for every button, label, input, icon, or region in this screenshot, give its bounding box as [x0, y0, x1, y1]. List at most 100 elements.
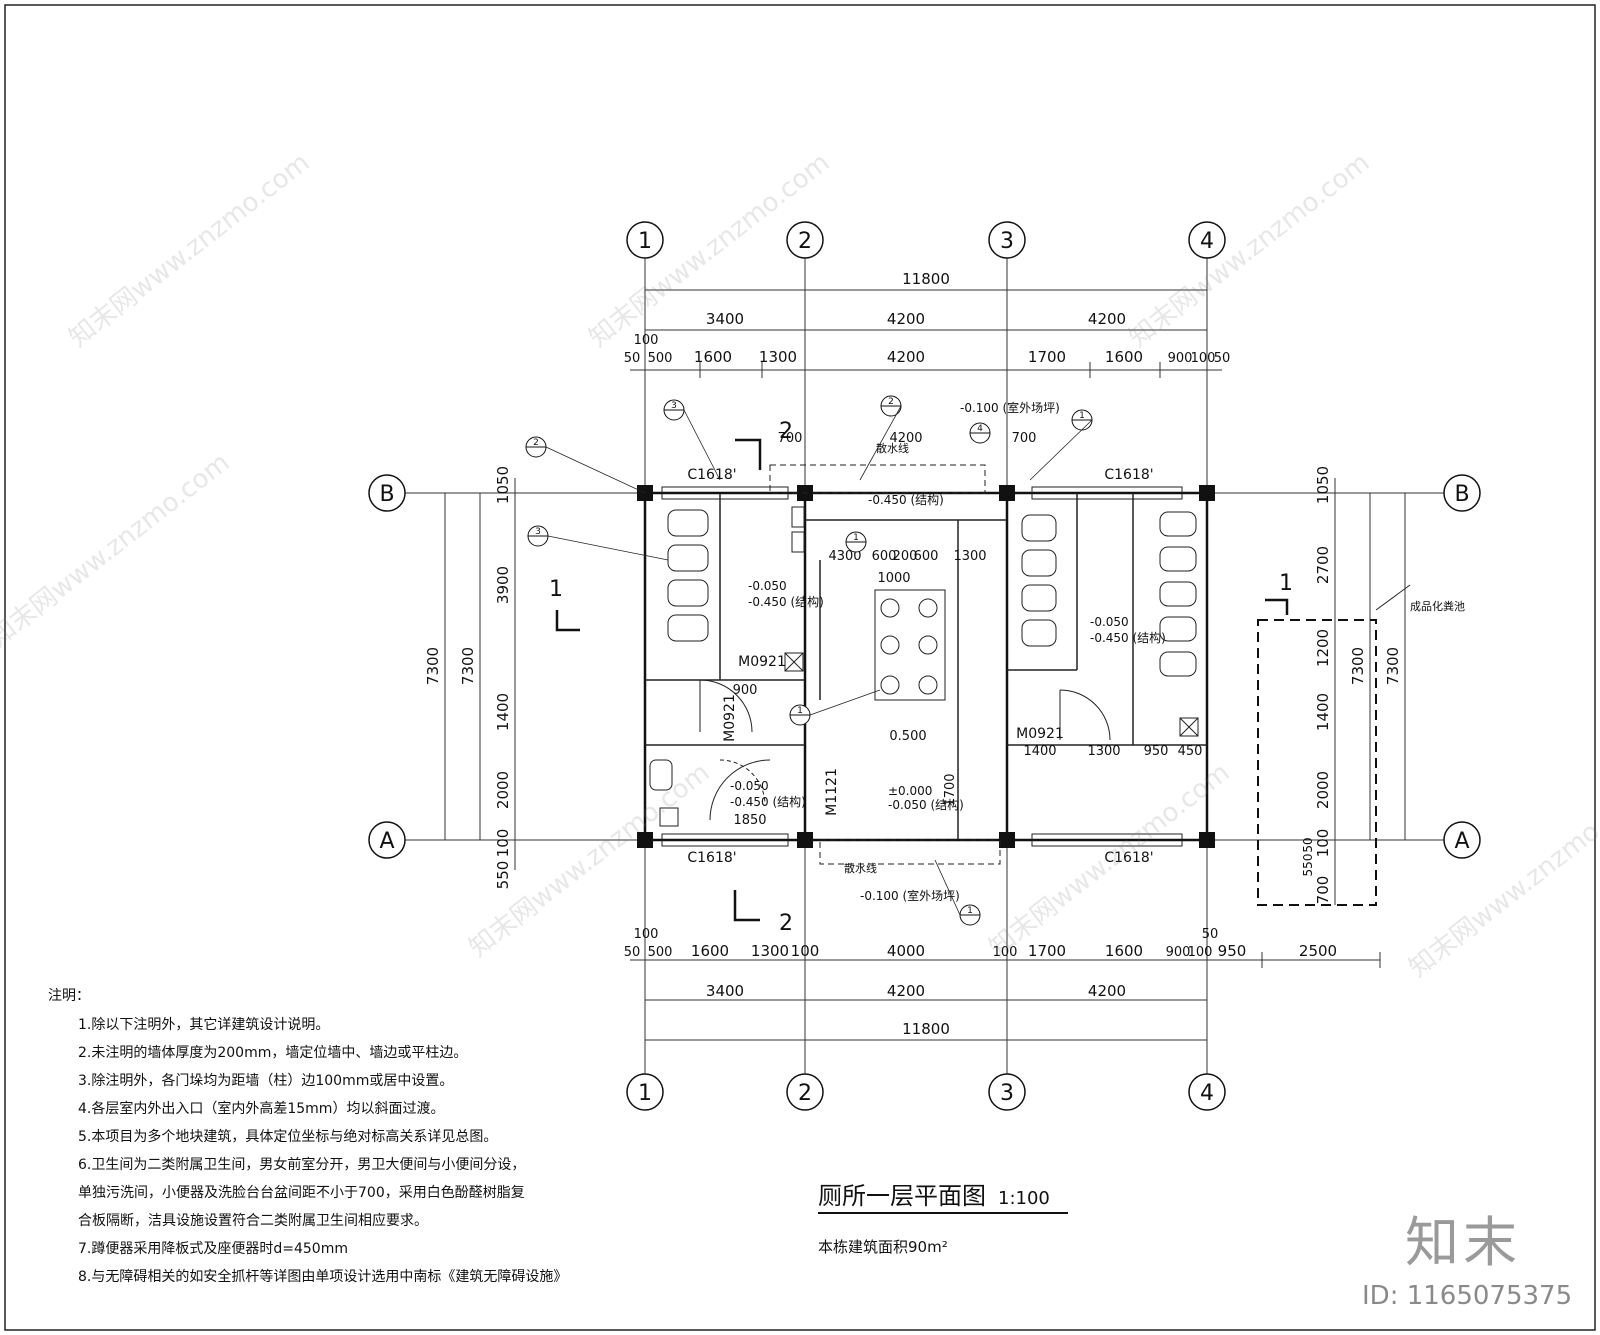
- bottom-dimension-text: 100 50 500 1600 1300 100 4000 100 1700 1…: [624, 927, 1337, 1038]
- drawing-line: [934, 859, 961, 916]
- door-label: M1121: [824, 768, 840, 816]
- drawing-text: 50: [624, 351, 641, 366]
- notes-header: 注明：: [48, 988, 90, 1004]
- drawing-text: 100: [1191, 351, 1216, 366]
- drawing-text: -0.450 (结构): [868, 492, 944, 507]
- drawing-text: 100: [1188, 945, 1213, 960]
- drawing-rect: [784, 652, 804, 672]
- drawing-text: 1300: [751, 942, 789, 960]
- drawing-rect: [1159, 581, 1197, 607]
- axis-bubble-3-top: [988, 221, 1026, 259]
- drawing-path: [709, 759, 771, 821]
- axis-bubble-2-top: [786, 221, 824, 259]
- drawing-text: 7300: [1384, 647, 1402, 685]
- drawing-rect: [1021, 549, 1057, 577]
- drawing-rect: [1021, 584, 1057, 612]
- drawing-text: 50: [624, 945, 641, 960]
- drawing-text: 950: [1218, 942, 1247, 960]
- drawing-text: 4200: [1088, 310, 1126, 328]
- drawing-text: 900: [1168, 351, 1193, 366]
- left-dimension-text: 7300 7300 1050 3900 1400 2000 100 550: [424, 466, 512, 889]
- drawing-text: 散水线: [844, 861, 877, 875]
- drawing-rect: [661, 833, 789, 847]
- drawing-circle: [880, 598, 900, 618]
- drawing-text: 1400: [494, 693, 512, 731]
- right-dimension-lines: [1334, 478, 1406, 905]
- left-dimension-lines: [444, 478, 516, 870]
- section-mark-text: 1 1 2 2: [549, 419, 1293, 936]
- drawing-text: 1600: [1105, 348, 1143, 366]
- interior-dimension-text: 4200 700 700 600 200 600 1300 1000 4300 …: [733, 431, 1203, 828]
- drawing-rect: [1199, 485, 1215, 501]
- drawing-text: 50: [1301, 837, 1315, 852]
- drawing-rect: [667, 509, 709, 537]
- drawing-rect: [1005, 491, 1209, 842]
- axis-label: B: [1454, 482, 1469, 507]
- drawing-text: 1: [853, 533, 859, 543]
- drawing-text: 1700: [1028, 348, 1066, 366]
- note-item: 合板隔断，洁具设施设置符合二类附属卫生间相应要求。: [78, 1213, 428, 1229]
- drawing-text: 2700: [1314, 546, 1332, 584]
- axis-label: B: [379, 482, 394, 507]
- drawing-polyline: [733, 890, 760, 922]
- drawing-text: 1300: [1087, 744, 1120, 759]
- window-label: C1618': [1104, 467, 1153, 483]
- building-area-label: 本栋建筑面积90m²: [818, 1238, 948, 1256]
- drawing-text: 1600: [691, 942, 729, 960]
- drawing-text: 1: [797, 706, 803, 716]
- note-item: 6.卫生间为二类附属卫生间，男女前室分开，男卫大便间与小便间分设，: [78, 1157, 526, 1173]
- drawing-text: 50: [1214, 351, 1231, 366]
- drawing-text: -0.050 (结构): [888, 797, 964, 812]
- drawing-polyline: [555, 610, 580, 632]
- drawing-text: -0.450 (结构): [730, 794, 806, 809]
- interior-walls: [645, 493, 1207, 840]
- drawing-path: [699, 679, 753, 733]
- axis-label: 3: [1000, 1081, 1014, 1106]
- top-dimension-lines: [630, 282, 1222, 378]
- drawing-rect: [791, 531, 805, 553]
- drawing-rect: [1199, 832, 1215, 848]
- drawing-rect: [797, 832, 813, 848]
- drawing-path: [1059, 689, 1111, 741]
- drawing-rect: [667, 579, 709, 607]
- drawing-rect: [659, 807, 679, 827]
- drawing-rect: [1021, 514, 1057, 542]
- brand-logo: 知末: [1405, 1211, 1521, 1274]
- drawing-text: 1400: [1314, 693, 1332, 731]
- drawing-text: 700: [1012, 431, 1037, 446]
- drawing-text: 散水线: [876, 441, 909, 455]
- drawing-text: 1: [549, 577, 563, 602]
- axis-label: 2: [798, 229, 812, 254]
- drawing-text: 100: [494, 829, 512, 858]
- drawing-text: 2: [888, 397, 894, 407]
- drawing-scale: 1:100: [998, 1188, 1050, 1209]
- axis-bubble-b-left: [368, 474, 406, 512]
- drawing-text: 900: [1166, 945, 1191, 960]
- drawing-text: 3400: [706, 982, 744, 1000]
- drawing-rect: [667, 544, 709, 572]
- axis-bubble-4-top: [1188, 221, 1226, 259]
- axis-bubble-a-left: [368, 821, 406, 859]
- drawing-rect: [999, 485, 1015, 501]
- drawing-circle: [918, 675, 938, 695]
- door-swings: [699, 679, 1111, 821]
- drawing-polyline: [1265, 598, 1289, 615]
- top-dimension-text: 11800 3400 4200 4200 100 50 500 1600 130…: [624, 270, 1231, 366]
- window-label: C1618': [1104, 850, 1153, 866]
- drawing-text: -0.450 (结构): [1090, 630, 1166, 645]
- drawing-text: 1050: [1314, 466, 1332, 504]
- drawing-text: 3400: [706, 310, 744, 328]
- drawing-text: 1300: [953, 549, 986, 564]
- axis-label: 1: [638, 1081, 652, 1106]
- bottom-dimension-lines: [630, 952, 1381, 1041]
- drawing-text: -0.450 (结构): [748, 594, 824, 609]
- drawing-text: 1: [1279, 571, 1293, 596]
- drawing-text: 4200: [889, 431, 922, 446]
- drawing-text: 1000: [877, 571, 910, 586]
- drawing-line: [859, 405, 902, 481]
- drawing-text: 7300: [424, 647, 442, 685]
- level-marks: -0.100 (室外场坪) -0.450 (结构) -0.050 -0.450 …: [730, 400, 1166, 903]
- drawing-path: [719, 759, 766, 806]
- drawing-rect: [649, 759, 673, 791]
- image-id-label: ID: 1165075375: [1362, 1281, 1573, 1311]
